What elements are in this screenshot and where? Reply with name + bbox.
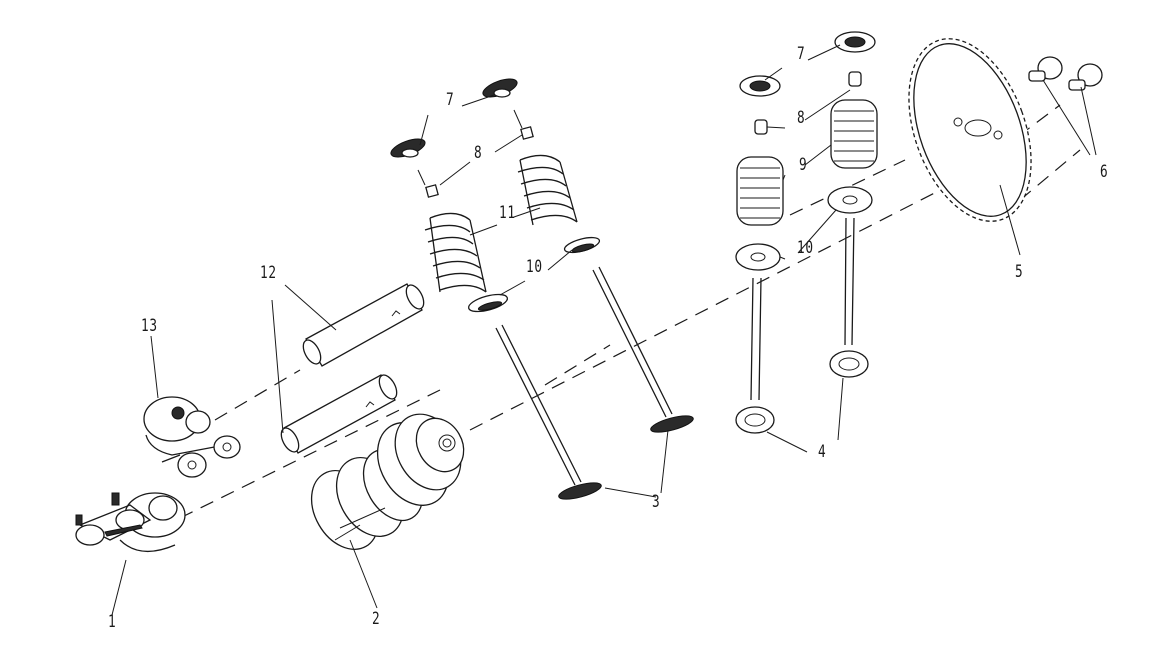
callout-3: 3 (652, 492, 661, 512)
callout-12: 12 (260, 263, 277, 283)
valve-keeper-8-left (417, 109, 534, 198)
callout-9: 9 (799, 155, 808, 175)
sprocket-bolt-6 (1028, 56, 1103, 91)
valve-keeper-8-right (754, 71, 862, 135)
callout-6: 6 (1100, 162, 1109, 182)
callout-8-left: 8 (474, 143, 483, 163)
callout-10-left: 10 (526, 257, 543, 277)
spring-retainer-7-left (390, 78, 518, 158)
spring-seat-10-right (735, 186, 873, 271)
callout-7-left: 7 (446, 90, 455, 110)
valve-spring-11-left (424, 154, 578, 293)
camshaft-2 (310, 413, 465, 550)
rocker-arm-1 (75, 492, 186, 552)
callout-8-right: 8 (797, 108, 806, 128)
callout-2: 2 (372, 609, 381, 629)
spring-seat-10-left (467, 236, 601, 313)
spring-retainer-7-right (739, 31, 876, 97)
valve-spring-9 (736, 99, 878, 226)
exhaust-valve-4 (735, 217, 869, 434)
leader-lines (111, 44, 1097, 616)
callout-11: 11 (499, 203, 516, 223)
rocker-shaft-12 (280, 283, 425, 454)
callout-4: 4 (818, 442, 827, 462)
callout-7-right: 7 (797, 44, 806, 64)
rocker-arm-13 (143, 396, 241, 478)
cam-sprocket-5 (908, 38, 1032, 222)
intake-valve-3 (495, 266, 694, 500)
callout-1: 1 (108, 612, 117, 632)
callout-13: 13 (141, 316, 158, 336)
callout-10-right: 10 (797, 238, 814, 258)
callout-5: 5 (1015, 262, 1024, 282)
